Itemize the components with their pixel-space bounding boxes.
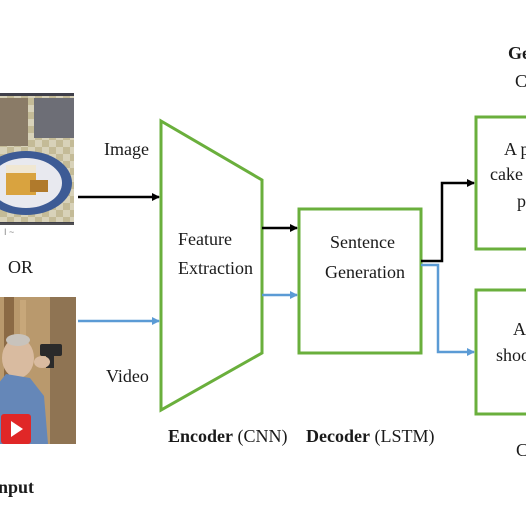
encoder-label-bold: Encoder (168, 426, 233, 446)
image-label: Image (104, 139, 149, 159)
decoder-label-paren: (LSTM) (369, 426, 435, 446)
image-caption-box (474, 115, 526, 251)
image-caption-line1: A p (504, 139, 526, 159)
decoder-to-image-caption-arrow (421, 179, 475, 263)
output-bottom-label: C (516, 440, 526, 460)
sentence-generation-line2: Generation (325, 262, 405, 282)
video-caption-line1: A (513, 319, 526, 339)
decoder-block (297, 207, 423, 355)
image-caption-line2: cake (490, 164, 523, 184)
video-caption-box (474, 288, 526, 416)
generated-header-line2: C (515, 71, 526, 91)
encoder-label-paren: (CNN) (233, 426, 288, 446)
generated-header-line1: Ge (508, 43, 526, 63)
decoder-label: Decoder (LSTM) (306, 427, 434, 445)
sentence-generation-line1: Sentence (330, 232, 395, 252)
decoder-label-bold: Decoder (306, 426, 370, 446)
feature-extraction-line2: Extraction (178, 258, 253, 278)
video-caption-line2: shoo (496, 345, 526, 365)
play-button-icon[interactable] (1, 414, 31, 444)
image-caption-line3: p (517, 191, 526, 211)
feature-extraction-line1: Feature (178, 229, 232, 249)
input-label: nput (0, 477, 35, 497)
encoder-label: Encoder (CNN) (168, 427, 288, 445)
encoder-block (159, 118, 264, 413)
thumb-caption-fragment: I ~ (4, 227, 14, 237)
video-label: Video (106, 366, 149, 386)
decoder-to-video-caption-arrow (421, 263, 475, 356)
image-thumbnail (0, 93, 74, 225)
or-label: OR (8, 257, 34, 277)
